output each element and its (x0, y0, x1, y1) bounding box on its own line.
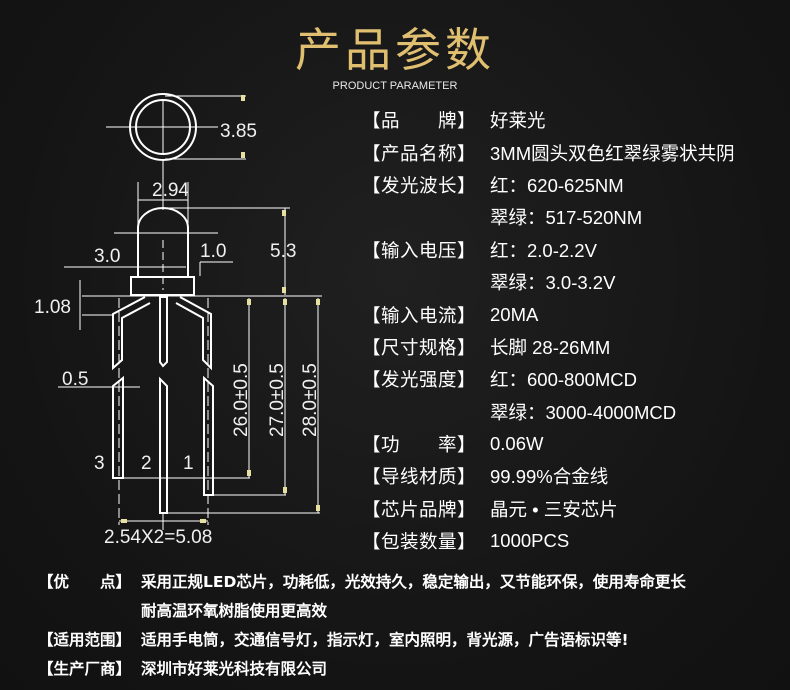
pin-label: 3 (94, 453, 105, 474)
led-dimension-drawing: 3.85 2.94 5.3 3.0 1.0 1.08 0.5 26.0±0.5 … (34, 93, 322, 548)
dome-height-label: 5.3 (270, 241, 296, 262)
spec-row: 【芯片品牌】晶元 • 三安芯片 (362, 493, 735, 525)
notes-section: 【优 点】采用正规LED芯片，功耗低，光效持久，稳定输出，又节能环保，使用寿命更… (38, 566, 686, 682)
note-label: 【生产厂商】 (38, 659, 132, 678)
spec-label: 【发光波长】 (362, 175, 477, 197)
spec-label: 【尺寸规格】 (362, 337, 477, 359)
spec-value: 红：2.0-2.2V (490, 239, 597, 261)
dome-width-label: 2.94 (152, 180, 189, 201)
spec-label: 【功 率】 (362, 435, 477, 457)
spec-value: 翠绿：3000-4000MCD (490, 401, 677, 423)
spec-row: 翠绿：517-520NM (362, 201, 735, 233)
flange-height-label: 1.08 (34, 297, 71, 318)
note-label: 【优 点】 (38, 572, 132, 591)
spec-label: 【芯片品牌】 (362, 499, 477, 521)
lead-width-label: 0.5 (62, 369, 88, 390)
led-outline (112, 93, 214, 514)
note-text: 深圳市好莱光科技有限公司 (141, 659, 328, 678)
spec-value: 0.06W (490, 433, 544, 455)
note-advantages: 【优 点】采用正规LED芯片，功耗低，光效持久，稳定输出，又节能环保，使用寿命更… (38, 566, 686, 595)
lead1-length-label: 26.0±0.5 (231, 363, 252, 437)
dimension-lines (58, 95, 322, 530)
spec-row: 【输入电压】红：2.0-2.2V (362, 234, 735, 266)
note-advantages-cont: 耐高温环氧树脂使用更高效 (38, 595, 686, 624)
spec-row: 【发光强度】红：600-800MCD (362, 363, 735, 395)
spec-row: 【包装数量】 1000PCS (362, 525, 735, 557)
spec-row: 【品 牌】好莱光 (362, 104, 735, 136)
spec-value: 翠绿：3.0-3.2V (490, 272, 616, 294)
spec-row: 【导线材质】 99.99%合金线 (362, 460, 735, 492)
note-manufacturer: 【生产厂商】深圳市好莱光科技有限公司 (38, 653, 686, 682)
spec-row: 【产品名称】 3MM圆头双色红翠绿雾状共阴 (362, 136, 735, 168)
spec-value: 晶元 • 三安芯片 (490, 498, 618, 520)
lead3-length-label: 28.0±0.5 (300, 363, 321, 437)
spec-label: 【产品名称】 (362, 143, 477, 165)
spec-value: 翠绿：517-520NM (490, 207, 643, 229)
spec-value: 红：600-800MCD (490, 369, 638, 391)
spec-label: 【品 牌】 (362, 111, 477, 133)
flange-width-label: 3.0 (94, 246, 120, 267)
spec-row: 【输入电流】 20MA (362, 298, 735, 330)
spec-row: 翠绿：3.0-3.2V (362, 266, 735, 298)
spec-row: 【尺寸规格】长脚 28-26MM (362, 331, 735, 363)
spec-label: 【输入电压】 (362, 240, 477, 262)
spec-value: 20MA (490, 303, 539, 325)
spec-value: 3MM圆头双色红翠绿雾状共阴 (490, 142, 735, 164)
pin-label: 1 (183, 453, 194, 474)
flange-offset-label: 1.0 (200, 241, 226, 262)
spec-label: 【导线材质】 (362, 467, 477, 489)
spec-value: 99.99%合金线 (490, 466, 609, 488)
spec-value: 长脚 28-26MM (490, 336, 611, 358)
spec-row: 【发光波长】红：620-625NM (362, 169, 735, 201)
dimension-arrows (121, 95, 320, 523)
spec-value: 1000PCS (490, 530, 570, 552)
spec-value: 好莱光 (490, 110, 546, 132)
note-text: 适用手电筒，交通信号灯，指示灯，室内照明，背光源，广告语标识等! (141, 630, 629, 649)
pitch-label: 2.54X2=5.08 (104, 527, 212, 548)
page-title: 产品参数 (295, 23, 495, 77)
spec-table: 【品 牌】好莱光 【产品名称】 3MM圆头双色红翠绿雾状共阴 【发光波长】红：62… (362, 104, 735, 557)
spec-label: 【发光强度】 (362, 370, 477, 392)
note-applications: 【适用范围】适用手电筒，交通信号灯，指示灯，室内照明，背光源，广告语标识等! (38, 624, 686, 653)
page-subtitle: PRODUCT PARAMETER (332, 80, 458, 92)
note-text: 耐高温环氧树脂使用更高效 (141, 601, 328, 620)
pin-label: 2 (141, 453, 152, 474)
note-label: 【适用范围】 (38, 630, 132, 649)
spec-row: 翠绿：3000-4000MCD (362, 396, 735, 428)
spec-row: 【功 率】 0.06W (362, 428, 735, 460)
spec-label: 【输入电流】 (362, 305, 477, 327)
note-text: 采用正规LED芯片，功耗低，光效持久，稳定输出，又节能环保，使用寿命更长 (141, 572, 686, 591)
diameter-label: 3.85 (220, 121, 257, 142)
spec-label: 【包装数量】 (362, 532, 477, 554)
spec-value: 红：620-625NM (490, 174, 624, 196)
lead2-length-label: 27.0±0.5 (267, 363, 288, 437)
